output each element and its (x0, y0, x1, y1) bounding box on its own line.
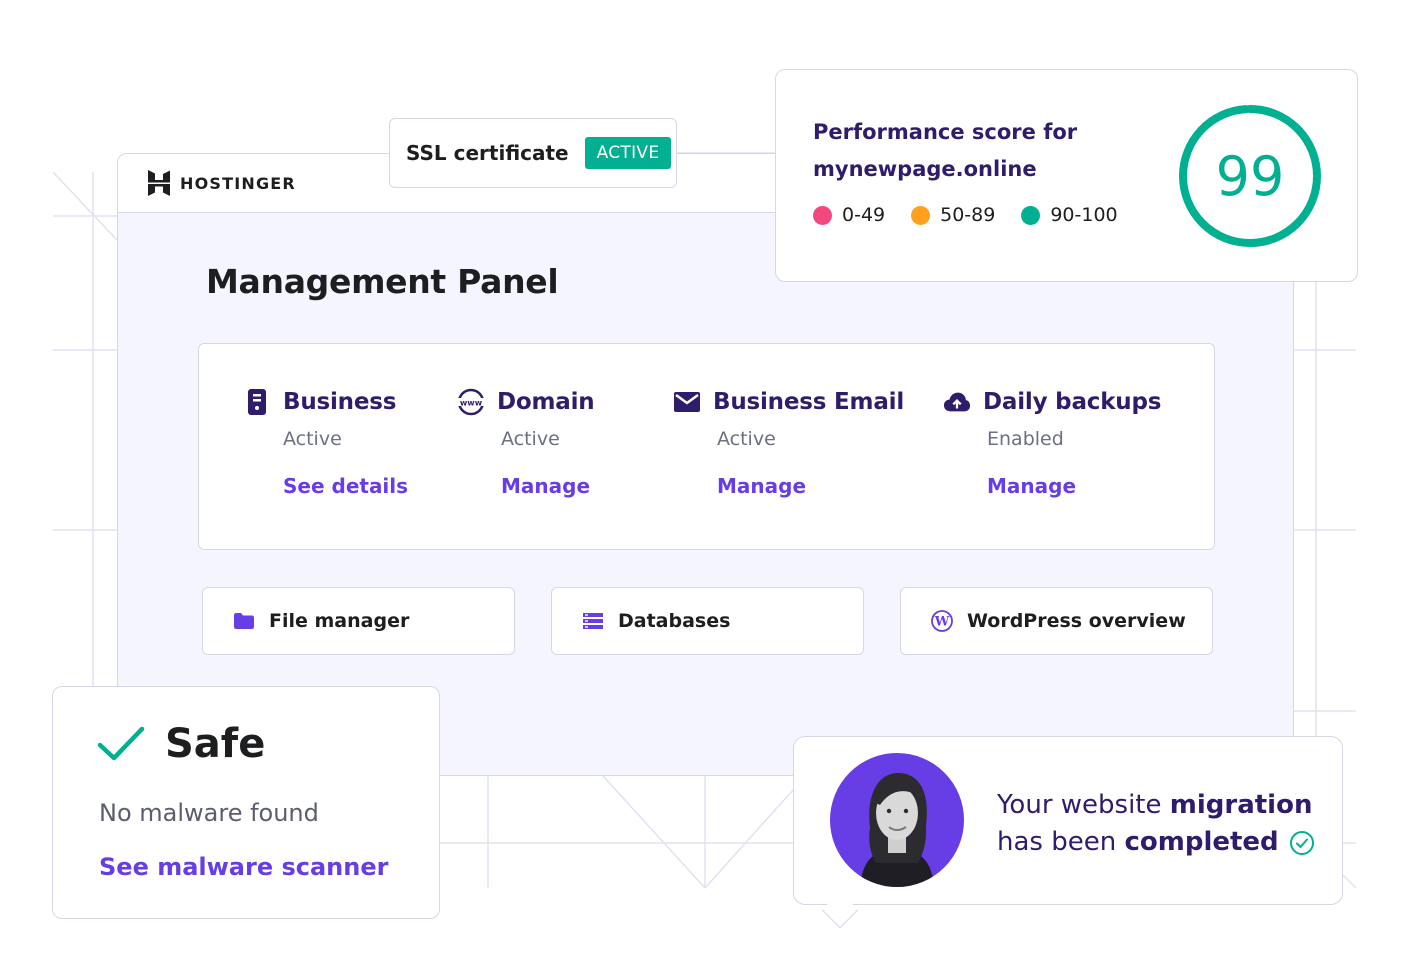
service-domain: www Domain Active Manage (457, 388, 595, 498)
databases-button[interactable]: Databases (551, 587, 864, 655)
cloud-upload-icon (943, 388, 971, 416)
migration-notification: Your website migration has been complete… (793, 736, 1343, 929)
www-globe-icon: www (457, 388, 485, 416)
service-status: Active (283, 428, 342, 450)
service-daily-backups: Daily backups Enabled Manage (943, 388, 1161, 498)
safe-title: Safe (165, 721, 266, 767)
brand-name: HOSTINGER (180, 173, 296, 193)
migration-message: Your website migration has been complete… (997, 787, 1327, 861)
legend-item-high: 90-100 (1021, 204, 1118, 226)
hostinger-logo-icon (148, 170, 170, 196)
service-status: Enabled (987, 428, 1064, 450)
tool-label: WordPress overview (967, 610, 1186, 632)
score-legend: 0-49 50-89 90-100 (813, 204, 1118, 226)
migration-text-part2: has been (997, 827, 1125, 857)
score-value: 99 (1215, 144, 1285, 208)
tool-label: Databases (618, 610, 731, 632)
manage-email-link[interactable]: Manage (717, 474, 807, 498)
page-title: Management Panel (206, 262, 559, 301)
server-icon (243, 388, 271, 416)
wordpress-icon: W (931, 610, 953, 632)
service-name: Domain (497, 389, 595, 415)
see-malware-scanner-link[interactable]: See malware scanner (99, 853, 389, 881)
migration-bold2: completed (1124, 827, 1279, 857)
legend-item-low: 0-49 (813, 204, 885, 226)
management-panel-window: HOSTINGER Management Panel Business Acti… (117, 153, 1294, 776)
svg-text:www: www (460, 399, 483, 408)
database-icon (583, 613, 603, 629)
service-business-email: Business Email Active Manage (673, 388, 904, 498)
ssl-label: SSL certificate (406, 141, 569, 165)
legend-dot-low (813, 205, 832, 225)
score-gauge (1179, 105, 1321, 247)
avatar-portrait (860, 773, 934, 887)
legend-dot-medium (911, 205, 931, 225)
check-circle-icon (1289, 830, 1314, 855)
service-status: Active (501, 428, 560, 450)
legend-item-medium: 50-89 (911, 204, 995, 226)
ssl-certificate-card: SSL certificate ACTIVE (389, 118, 677, 188)
legend-label: 0-49 (842, 204, 886, 226)
migration-line2: has been completed (997, 824, 1327, 861)
legend-dot-high (1021, 205, 1041, 225)
tool-label: File manager (269, 610, 410, 632)
performance-title-line1: Performance score for (813, 120, 1078, 144)
performance-title: Performance score for mynewpage.online (813, 114, 1103, 188)
wordpress-overview-button[interactable]: W WordPress overview (900, 587, 1213, 655)
service-name: Business Email (713, 389, 905, 415)
file-manager-button[interactable]: File manager (202, 587, 515, 655)
services-card: Business Active See details www Domain A… (198, 343, 1215, 550)
service-business: Business Active See details (243, 388, 408, 498)
envelope-icon (673, 388, 701, 416)
legend-label: 50-89 (940, 204, 996, 226)
migration-line1: Your website migration (997, 787, 1327, 824)
migration-text-part1: Your website (997, 790, 1170, 820)
service-status: Active (717, 428, 776, 450)
svg-text:W: W (934, 615, 950, 630)
checkmark-icon (97, 726, 145, 761)
see-details-link[interactable]: See details (283, 474, 409, 498)
service-name: Daily backups (983, 389, 1162, 415)
manage-backups-link[interactable]: Manage (987, 474, 1077, 498)
avatar (830, 753, 964, 887)
score-gauge-arc (1179, 105, 1321, 247)
performance-score-card: Performance score for mynewpage.online 0… (775, 69, 1358, 282)
legend-label: 90-100 (1050, 204, 1118, 226)
manage-domain-link[interactable]: Manage (501, 474, 591, 498)
malware-status-text: No malware found (99, 799, 319, 827)
hostinger-logo[interactable]: HOSTINGER (146, 169, 296, 197)
service-name: Business (283, 389, 397, 415)
status-badge: ACTIVE (584, 137, 672, 169)
migration-bold1: migration (1169, 790, 1313, 820)
malware-status-card: Safe No malware found See malware scanne… (52, 686, 440, 919)
folder-icon (234, 613, 254, 629)
performance-domain: mynewpage.online (813, 157, 1037, 181)
